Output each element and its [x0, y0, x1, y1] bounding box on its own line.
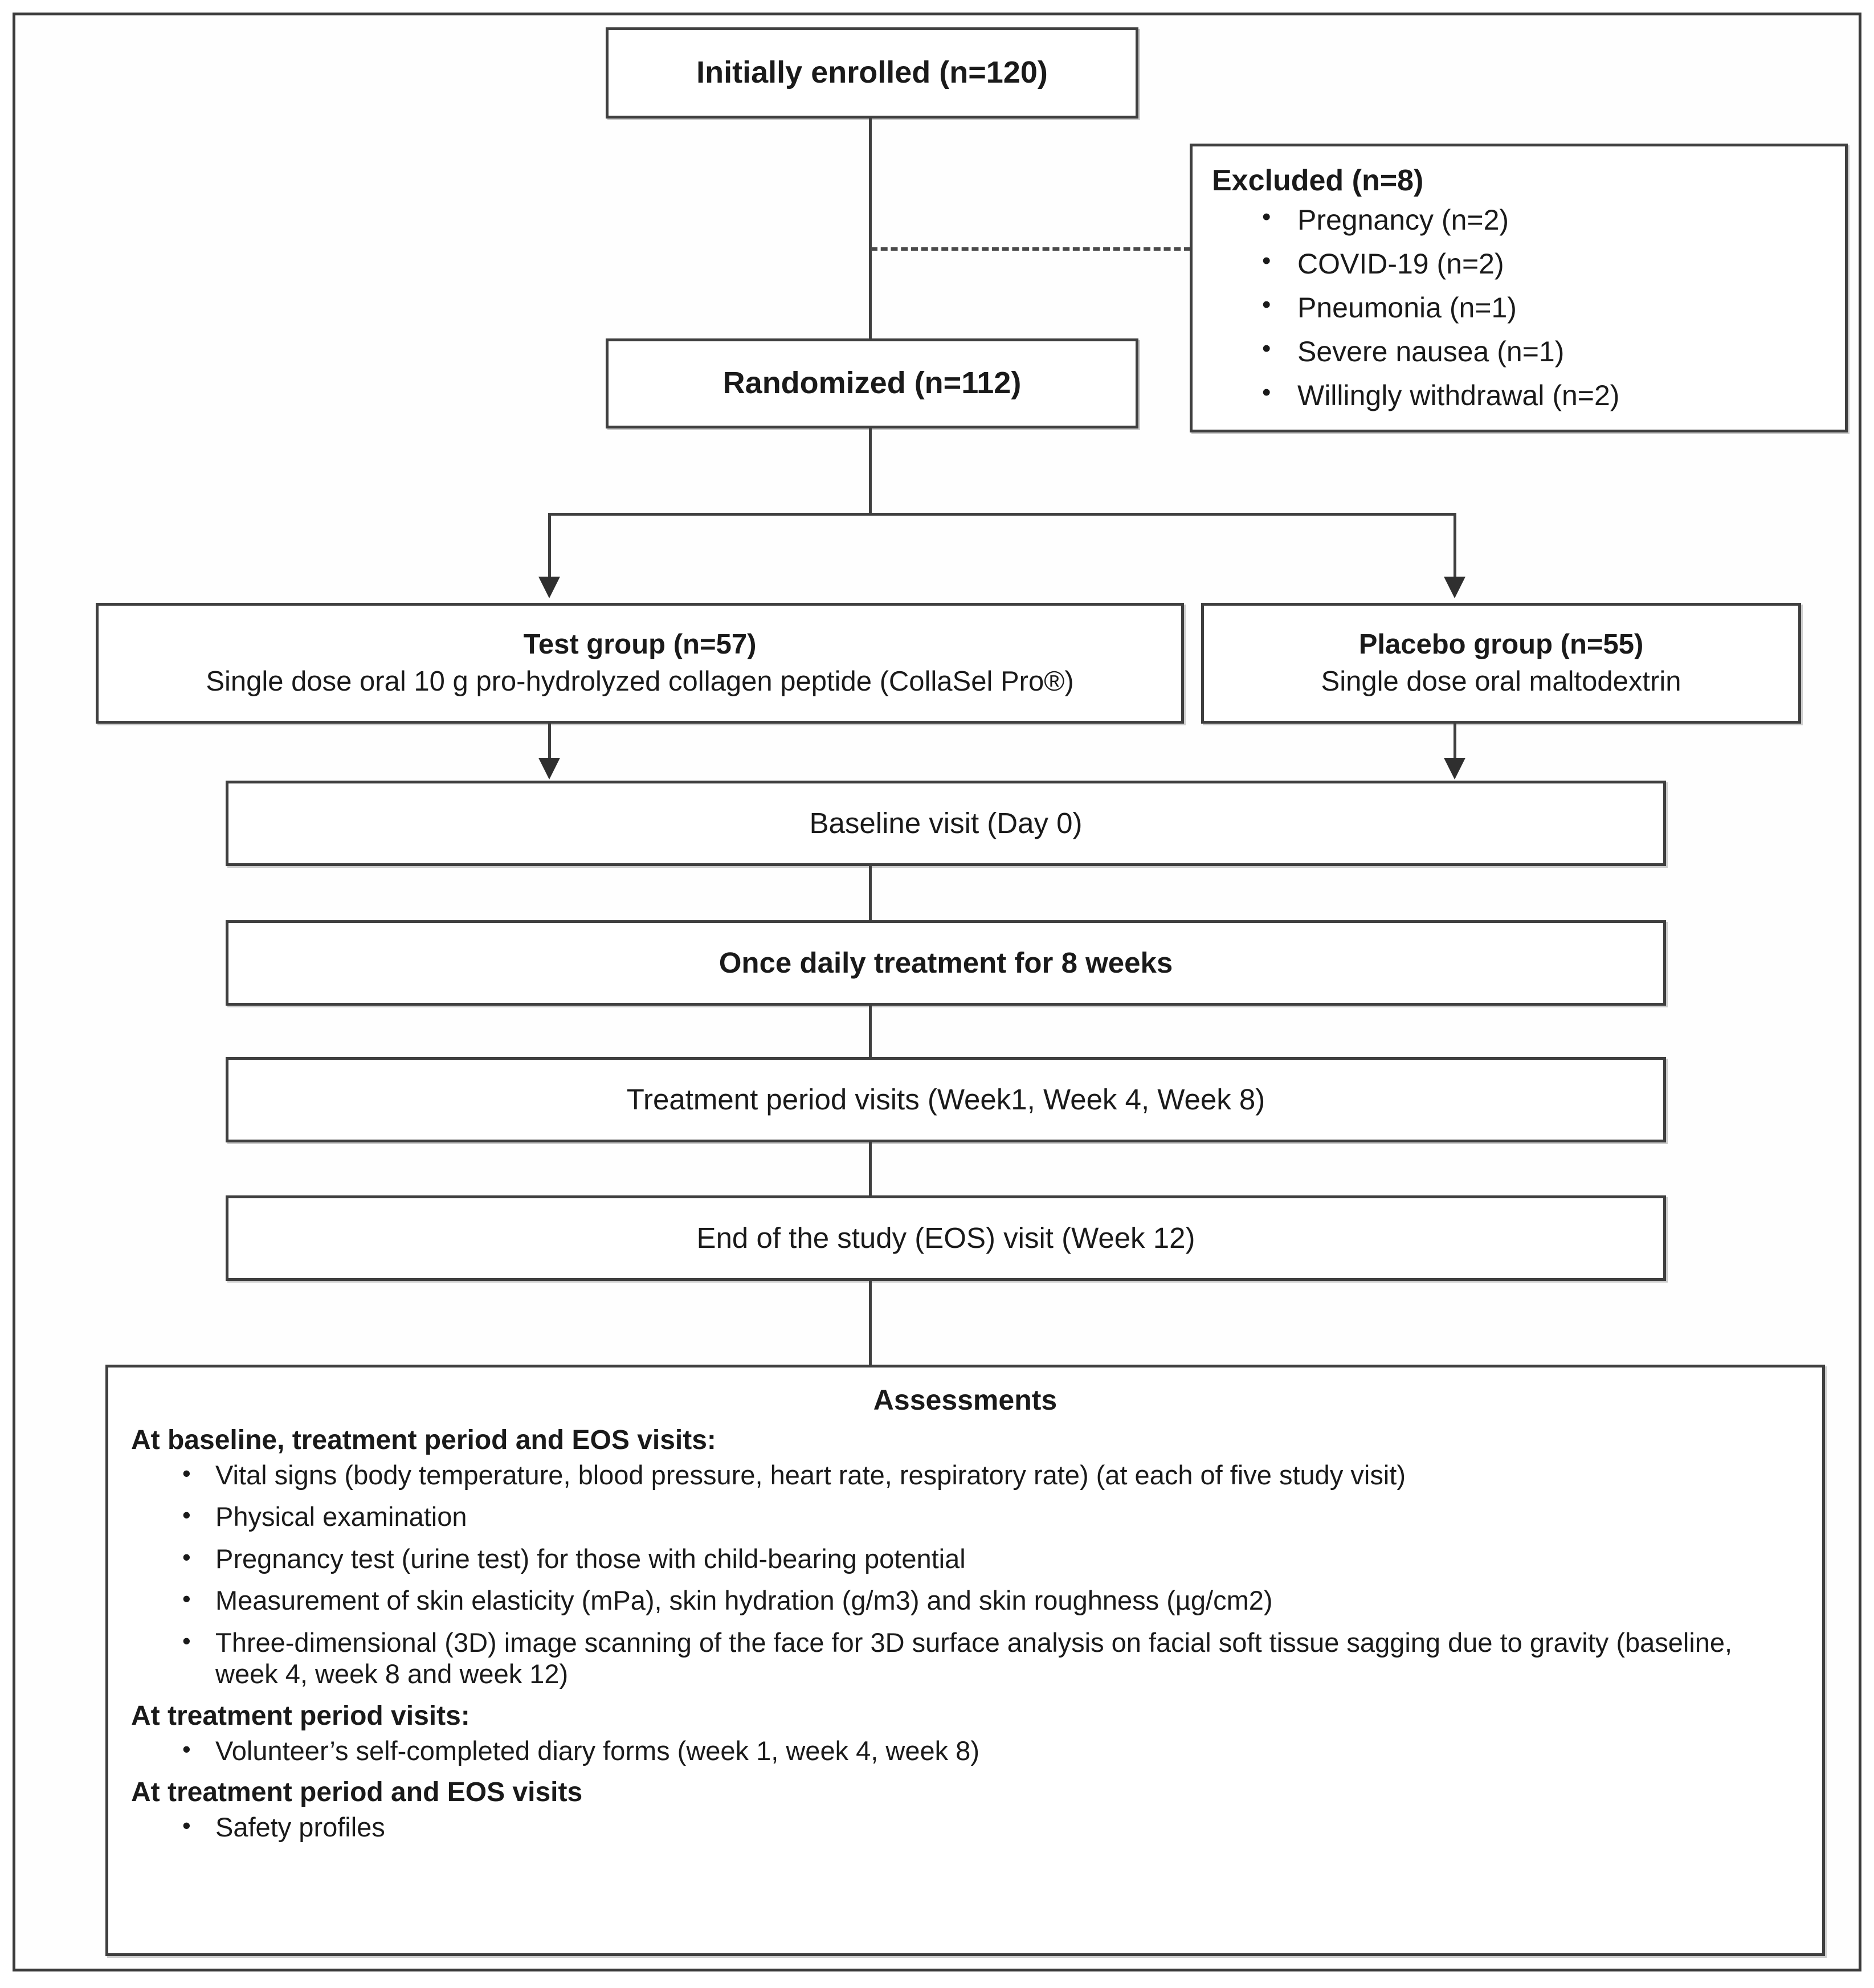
list-item: Volunteer’s self-completed diary forms (… — [182, 1735, 1799, 1766]
node-assessments: Assessments At baseline, treatment perio… — [105, 1365, 1825, 1956]
assessments-section-2-heading: At treatment period visits: — [131, 1700, 470, 1731]
node-daily-treatment: Once daily treatment for 8 weeks — [226, 920, 1666, 1006]
connector-baseline-to-daily — [869, 866, 872, 920]
list-item: Physical examination — [182, 1501, 1799, 1532]
assessments-section-3-list: Safety profiles — [131, 1811, 1799, 1843]
node-initially-enrolled: Initially enrolled (n=120) — [606, 27, 1138, 119]
node-baseline-visit-label: Baseline visit (Day 0) — [809, 807, 1083, 840]
arrowhead-test-to-baseline — [538, 758, 560, 779]
list-item: Pregnancy (n=2) — [1262, 205, 1826, 234]
connector-treatment-visits-to-eos — [869, 1142, 872, 1195]
list-item: Pregnancy test (urine test) for those wi… — [182, 1543, 1799, 1574]
node-randomized: Randomized (n=112) — [606, 338, 1138, 428]
node-eos-visit: End of the study (EOS) visit (Week 12) — [226, 1195, 1666, 1281]
connector-to-test-group — [548, 513, 551, 578]
node-eos-visit-label: End of the study (EOS) visit (Week 12) — [696, 1222, 1195, 1255]
node-baseline-visit: Baseline visit (Day 0) — [226, 781, 1666, 866]
node-treatment-visits-label: Treatment period visits (Week1, Week 4, … — [626, 1083, 1265, 1116]
node-daily-treatment-label: Once daily treatment for 8 weeks — [718, 946, 1173, 979]
assessments-title: Assessments — [873, 1384, 1058, 1416]
node-placebo-group-title: Placebo group (n=55) — [1358, 629, 1644, 660]
list-item: Willingly withdrawal (n=2) — [1262, 380, 1826, 410]
assessments-section-2-list: Volunteer’s self-completed diary forms (… — [131, 1735, 1799, 1766]
arrowhead-test-group — [538, 577, 560, 598]
node-placebo-group: Placebo group (n=55) Single dose oral ma… — [1201, 603, 1801, 724]
connector-randomized-split — [548, 513, 1456, 516]
node-treatment-visits: Treatment period visits (Week1, Week 4, … — [226, 1057, 1666, 1142]
connector-to-placebo-group — [1454, 513, 1456, 578]
connector-randomized-stem — [869, 428, 872, 515]
node-excluded: Excluded (n=8) Pregnancy (n=2) COVID-19 … — [1190, 144, 1848, 432]
assessments-section-1-heading: At baseline, treatment period and EOS vi… — [131, 1425, 716, 1455]
node-initially-enrolled-label: Initially enrolled (n=120) — [696, 55, 1048, 90]
assessments-section-1-list: Vital signs (body temperature, blood pre… — [131, 1459, 1799, 1690]
list-item: Vital signs (body temperature, blood pre… — [182, 1459, 1799, 1491]
list-item: Measurement of skin elasticity (mPa), sk… — [182, 1585, 1799, 1616]
assessments-section-3-heading: At treatment period and EOS visits — [131, 1777, 583, 1808]
connector-test-to-baseline — [548, 724, 551, 759]
node-test-group-title: Test group (n=57) — [523, 629, 757, 660]
node-randomized-label: Randomized (n=112) — [722, 366, 1022, 401]
connector-dashed-to-excluded — [871, 247, 1191, 251]
excluded-reason-list: Pregnancy (n=2) COVID-19 (n=2) Pneumonia… — [1212, 205, 1826, 410]
arrowhead-placebo-group — [1444, 577, 1465, 598]
node-test-group: Test group (n=57) Single dose oral 10 g … — [96, 603, 1184, 724]
connector-placebo-to-baseline — [1454, 724, 1456, 759]
connector-enrolled-to-randomized — [869, 119, 872, 338]
list-item: COVID-19 (n=2) — [1262, 248, 1826, 278]
list-item: Three-dimensional (3D) image scanning of… — [182, 1627, 1799, 1690]
node-excluded-title: Excluded (n=8) — [1212, 164, 1424, 197]
connector-daily-to-treatment-visits — [869, 1006, 872, 1057]
list-item: Severe nausea (n=1) — [1262, 336, 1826, 366]
node-placebo-group-detail: Single dose oral maltodextrin — [1321, 666, 1681, 697]
list-item: Pneumonia (n=1) — [1262, 292, 1826, 322]
arrowhead-placebo-to-baseline — [1444, 758, 1465, 779]
connector-eos-to-assessments — [869, 1281, 872, 1365]
node-test-group-detail: Single dose oral 10 g pro-hydrolyzed col… — [206, 666, 1074, 697]
list-item: Safety profiles — [182, 1811, 1799, 1843]
